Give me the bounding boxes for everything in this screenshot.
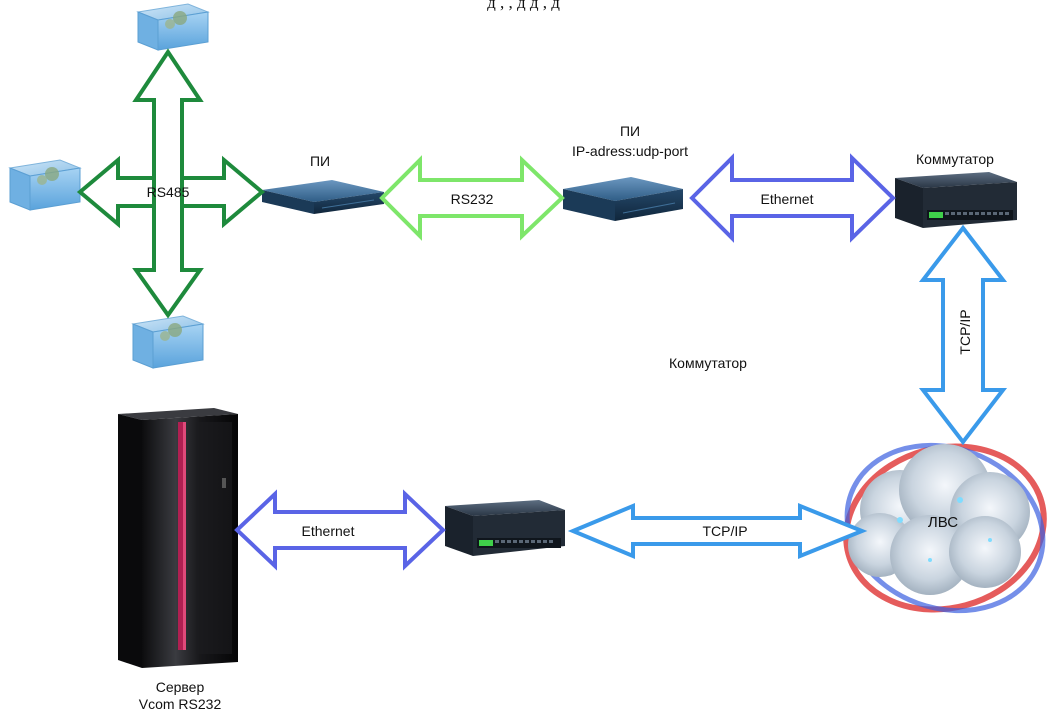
pi-1-label: ПИ <box>309 153 331 169</box>
server-label-line2: Vcom RS232 <box>138 696 222 712</box>
switch-bottom-icon <box>445 500 565 556</box>
switch-mid-label: Коммутатор <box>669 355 747 371</box>
pi-2-label-line1: ПИ <box>619 123 641 139</box>
server-label-line1: Сервер <box>155 679 205 695</box>
ethernet-top-label: Ethernet <box>760 191 814 207</box>
interface-converter-1-icon <box>262 180 384 214</box>
ethernet-bottom-label: Ethernet <box>301 523 355 539</box>
tcpip-vertical-label: TCP/IP <box>957 309 973 355</box>
ethernet-top-link-arrow <box>689 153 896 243</box>
device-cube-left-icon <box>8 159 82 211</box>
rs485-label: RS485 <box>146 184 190 200</box>
switch-top-label: Коммутатор <box>916 151 994 167</box>
server-icon <box>118 408 238 668</box>
tcpip-bottom-label: TCP/IP <box>702 523 748 539</box>
rs485-link-arrow <box>76 48 266 319</box>
rs232-label: RS232 <box>450 191 494 207</box>
lan-label: ЛВС <box>927 514 959 531</box>
cut-header-text: д , , д д , д <box>487 0 560 11</box>
pi-2-label-line2: IP-adress:udp-port <box>572 143 688 159</box>
switch-top-icon <box>895 172 1017 228</box>
lan-cloud-icon <box>843 442 1047 614</box>
rs232-link-arrow <box>379 155 565 241</box>
ethernet-bottom-link-arrow <box>234 489 446 571</box>
device-cube-top-icon <box>136 3 210 51</box>
device-cube-bottom-icon <box>131 315 205 369</box>
interface-converter-2-icon <box>563 177 683 221</box>
tcpip-vertical-link-arrow <box>918 224 1008 446</box>
tcpip-bottom-link-arrow <box>567 503 868 559</box>
